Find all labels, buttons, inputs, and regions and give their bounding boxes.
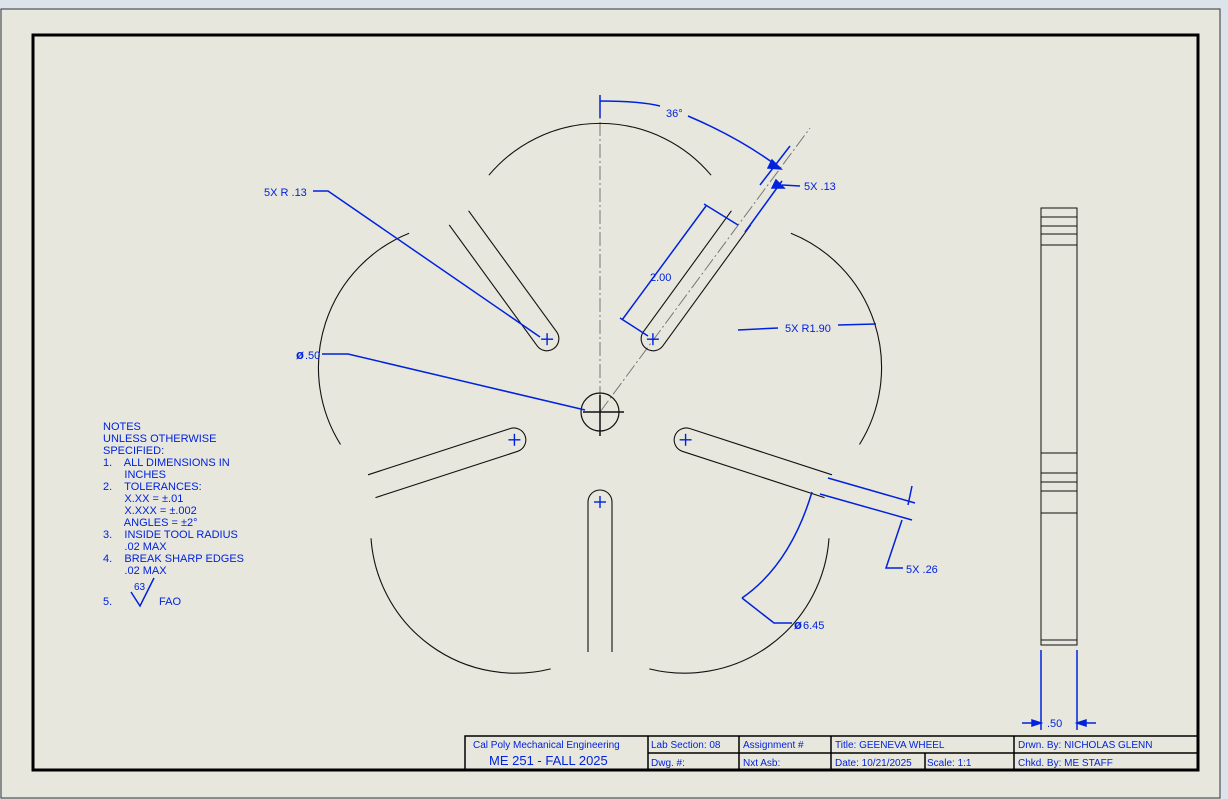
drawing-title: Title: GEENEVA WHEEL — [835, 740, 945, 751]
wheel-locking-arc — [317, 232, 410, 445]
arc-radius-tail — [837, 323, 877, 326]
wheel-slot — [640, 210, 752, 352]
note-5-text: FAO — [159, 596, 181, 608]
wheel-slot — [587, 489, 613, 652]
assignment: Assignment # — [743, 740, 804, 751]
wheel-slot — [448, 210, 560, 352]
note-line: INCHES — [103, 469, 166, 481]
drawing-sheet — [0, 8, 1221, 799]
wheel-slot — [367, 427, 527, 499]
center-bore — [580, 392, 624, 436]
side-view — [1040, 207, 1078, 646]
outer-dia-text: 6.45 — [803, 620, 824, 632]
angle-dim-text: 36° — [666, 108, 683, 120]
note-line: UNLESS OTHERWISE — [103, 433, 217, 445]
thickness-text: .50 — [1047, 718, 1062, 730]
slot-length-ext-1 — [619, 317, 649, 337]
slot-end-marker — [541, 333, 554, 346]
note-line: .02 MAX — [103, 541, 167, 553]
note-line: X.XXX = ±.002 — [103, 505, 197, 517]
title-block: Cal Poly Mechanical Engineering ME 251 -… — [464, 735, 1199, 771]
note-line: 3. INSIDE TOOL RADIUS — [103, 529, 238, 541]
thickness-arrow-r — [1074, 718, 1087, 728]
diameter-symbol-2: ø — [794, 617, 802, 632]
slot-radius-leader — [313, 190, 541, 338]
course-name: ME 251 - FALL 2025 — [489, 753, 608, 768]
slot-centerline — [599, 127, 811, 413]
slot26-ext-2 — [819, 493, 913, 521]
arc-radius-text: 5X R1.90 — [785, 323, 831, 335]
note-line: 4. BREAK SHARP EDGES — [103, 553, 244, 565]
outer-dia-arc-leader — [741, 491, 813, 599]
side-view-body — [1040, 207, 1078, 646]
note-line: 1. ALL DIMENSIONS IN — [103, 457, 230, 469]
surface-finish-value: 63 — [134, 582, 146, 593]
checked-by: Chkd. By: ME STAFF — [1018, 758, 1113, 769]
slot-end-marker — [679, 433, 692, 446]
slot26-text: 5X .26 — [906, 564, 938, 576]
wheel-locking-arc — [790, 232, 883, 445]
slot-width-dimline — [744, 180, 783, 233]
angle-dimension-arc — [599, 100, 661, 107]
drawing-scale: Scale: 1:1 — [927, 758, 972, 769]
note-5-number: 5. — [103, 596, 112, 608]
dwg-number: Dwg. #: — [651, 758, 685, 769]
wheel-locking-arc — [370, 538, 551, 674]
slot-end-marker — [646, 333, 659, 346]
arc-radius-leader — [737, 327, 779, 331]
slot-length-text: 2.00 — [650, 272, 671, 284]
notes-block: NOTES UNLESS OTHERWISE SPECIFIED: 1. ALL… — [103, 421, 244, 608]
thickness-dimension — [1022, 650, 1096, 730]
surface-finish-symbol — [130, 577, 155, 608]
note-line: X.XX = ±.01 — [103, 493, 183, 505]
wheel-locking-arc — [488, 122, 712, 176]
note-line: SPECIFIED: — [103, 445, 164, 457]
note-line: ANGLES = ±2° — [103, 517, 198, 529]
slot-end-marker — [508, 433, 521, 446]
centerlines — [599, 100, 811, 413]
slot-end-markers — [508, 333, 692, 508]
drawn-by: Drwn. By: NICHOLAS GLENN — [1018, 740, 1152, 751]
diameter-symbol: ø — [296, 347, 304, 362]
drawing-date: Date: 10/21/2025 — [835, 758, 912, 769]
slot-length-dimline — [621, 205, 707, 321]
dimensions — [313, 95, 916, 624]
bore-dia-text: .50 — [305, 350, 320, 362]
slot-width-leader — [781, 184, 801, 187]
lab-section: Lab Section: 08 — [651, 740, 721, 751]
next-assembly: Nxt Asb: — [743, 758, 780, 769]
slot26-ext-1 — [827, 477, 916, 504]
outer-dia-leader — [741, 597, 792, 624]
wheel-locking-arc — [649, 538, 830, 674]
slot-width-text: 5X .13 — [804, 181, 836, 193]
slot-width-ext-1 — [759, 145, 791, 186]
bore-leader — [322, 353, 586, 411]
slot-radius-text: 5X R .13 — [264, 187, 307, 199]
slot26-leader — [884, 519, 903, 569]
slot-length-ext-2 — [703, 203, 739, 226]
slot26-tick — [907, 485, 913, 506]
note-line: 2. TOLERANCES: — [103, 481, 202, 493]
thickness-arrow-l — [1031, 718, 1044, 728]
org-name: Cal Poly Mechanical Engineering — [473, 740, 620, 751]
wheel-slot — [673, 427, 833, 499]
slot-end-marker — [594, 496, 606, 508]
note-line: .02 MAX — [103, 565, 167, 577]
note-line: NOTES — [103, 421, 141, 433]
geneva-wheel-outline — [317, 122, 883, 674]
dimension-text: 36° 5X R .13 5X .13 2.00 5X R1.90 ø .50 … — [264, 108, 1062, 730]
